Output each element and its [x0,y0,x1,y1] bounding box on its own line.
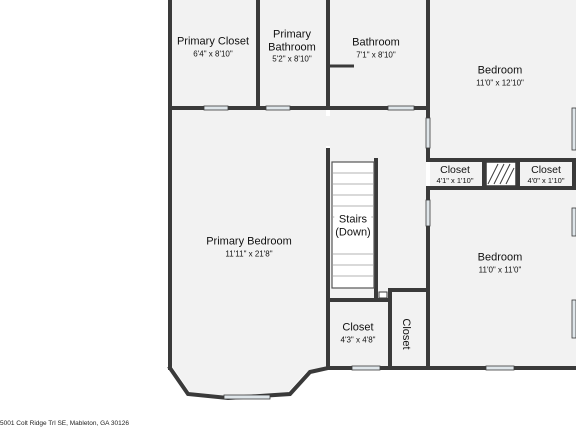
room-name: Bedroom [477,64,523,77]
room-name: Bedroom [477,251,523,264]
room-dimensions: 4'1" x 1'10" [436,176,474,186]
room-dimensions: 4'3" x 4'8" [340,335,376,345]
room-dimensions: 11'0" x 11'0" [478,265,522,275]
room-closet-mid-left: Closet 4'1" x 1'10" [437,164,474,186]
stairs-label-line2: (Down) [335,226,371,238]
room-primary-closet: Primary Closet 6'4" x 8'10" [177,36,249,59]
room-dimensions: 11'11" x 21'8" [225,249,273,259]
room-primary-bedroom: Primary Bedroom 11'11" x 21'8" [206,236,292,259]
chimney-hatch [378,161,517,299]
room-stairs: Stairs (Down) [334,211,372,241]
room-name-line2: Bathroom [268,40,316,53]
stairs-label-line1: Stairs [338,213,368,226]
room-closet-small: Closet 4'3" x 4'8" [341,322,376,345]
room-name: Bathroom [352,36,400,49]
room-bedroom-bottom: Bedroom 11'0" x 11'0" [478,252,523,275]
room-primary-bathroom: Primary Bathroom 5'2" x 8'10" [268,28,316,63]
room-name: Closet [531,164,561,177]
address-caption: 5001 Colt Ridge Trl SE, Mableton, GA 301… [0,420,129,427]
room-name: Closet [342,321,374,334]
room-closet-mid-right: Closet 4'0" x 1'10" [528,164,565,186]
room-bedroom-top: Bedroom 11'0" x 12'10" [476,65,524,88]
room-name: Primary Bedroom [206,235,292,248]
room-dimensions: 4'0" x 1'10" [527,176,565,186]
room-bathroom: Bathroom 7'1" x 8'10" [352,37,400,60]
room-dimensions: 11'0" x 12'10" [476,78,524,88]
room-name: Primary Closet [176,35,250,48]
room-name-line1: Primary [273,28,311,41]
room-dimensions: 5'2" x 8'10" [272,54,312,64]
room-floors [172,0,576,396]
windows [203,105,576,400]
room-dimensions: 7'1" x 8'10" [356,50,396,60]
room-dimensions: 6'4" x 8'10" [193,49,233,59]
room-closet-vertical: Closet [400,318,412,350]
room-name: Closet [440,164,470,177]
